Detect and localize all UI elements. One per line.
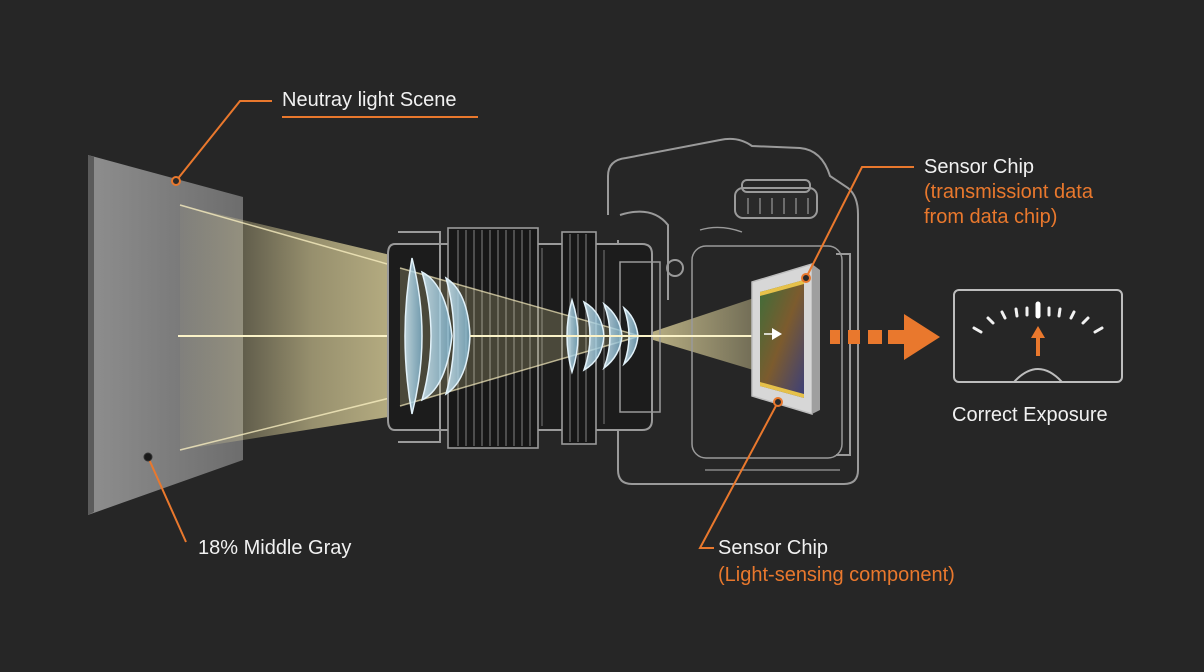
- sensor-bottom-title: Sensor Chip: [718, 537, 829, 559]
- scene-marker-dot: [171, 176, 181, 186]
- sensor-top-subtitle-line-2: from data chip): [924, 206, 1058, 228]
- sensor-bottom-marker-dot: [773, 397, 783, 407]
- sensor-top-subtitle-line-1: (transmissiont data: [924, 181, 1093, 203]
- gray-card-leader-line: [147, 456, 187, 543]
- meter-needle-icon: [1031, 326, 1045, 356]
- sensor-top-leader-line: [805, 166, 914, 279]
- exposure-meter-gauge: [953, 289, 1123, 383]
- scene-label: Neutray light Scene: [282, 89, 457, 111]
- sensor-top-title: Sensor Chip: [924, 156, 1035, 178]
- gray-card-label: 18% Middle Gray: [198, 537, 352, 559]
- dslr-camera-outline: [607, 137, 859, 485]
- exposure-label: Correct Exposure: [952, 404, 1108, 426]
- sensor-bottom-leader-line: [698, 401, 779, 549]
- leader-lines: [147, 100, 914, 549]
- image-sensor-chip: [751, 262, 820, 416]
- sensor-bottom-subtitle: (Light-sensing component): [718, 564, 955, 586]
- sensor-top-marker-dot: [801, 273, 811, 283]
- scene-leader-line: [175, 100, 272, 182]
- dashed-arrow-right: [830, 314, 940, 360]
- gray-card-marker-dot: [143, 452, 153, 462]
